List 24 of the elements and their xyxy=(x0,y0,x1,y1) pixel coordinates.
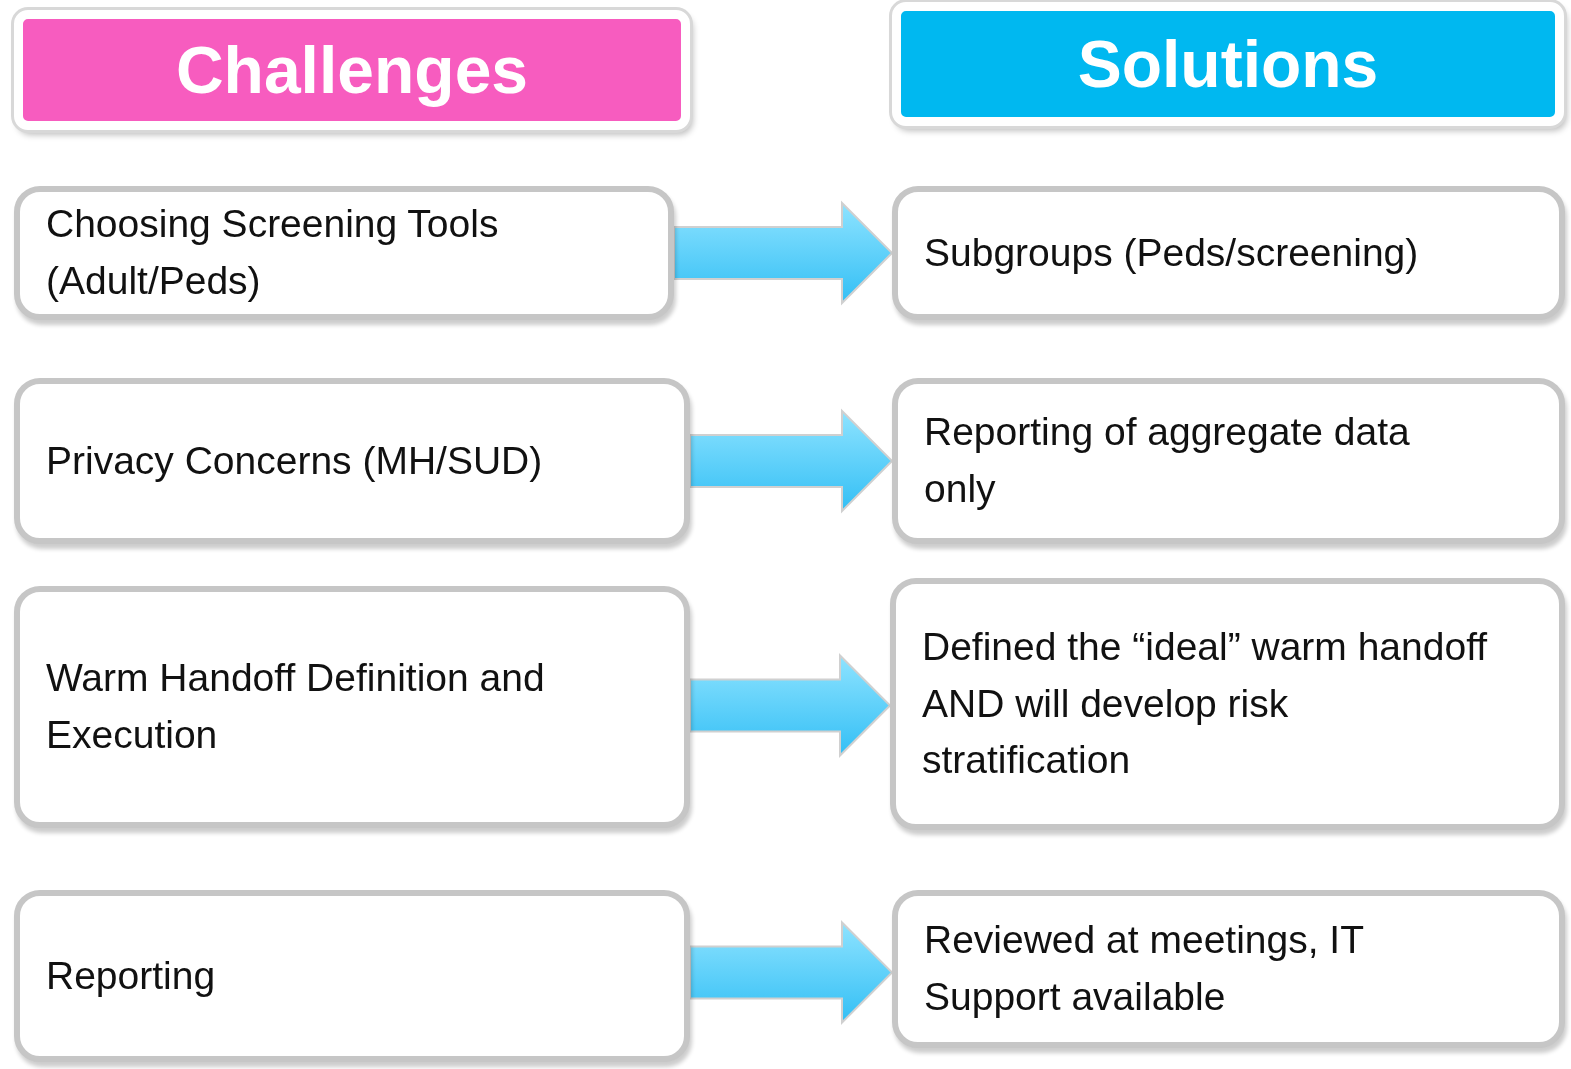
rounded-box xyxy=(14,378,690,544)
box-text: Subgroups (Peds/screening) xyxy=(924,229,1419,276)
heading-banner xyxy=(14,10,690,130)
box-text: Reporting xyxy=(46,952,216,999)
box-text: Reviewed at meetings, IT Support available xyxy=(924,917,1365,1020)
box-text: Reporting of aggregate data only xyxy=(924,409,1411,512)
heading-banner xyxy=(892,2,1564,126)
rounded-box xyxy=(892,186,1565,320)
block-arrow xyxy=(689,653,892,758)
rounded-box xyxy=(14,890,690,1062)
block-arrow xyxy=(689,920,894,1025)
rounded-box xyxy=(892,890,1565,1048)
rounded-box xyxy=(890,578,1565,830)
rounded-box xyxy=(14,186,674,320)
box-text: Privacy Concerns (MH/SUD) xyxy=(46,437,543,484)
column-heading: Challenges xyxy=(175,32,529,108)
block-arrow xyxy=(689,408,894,514)
rounded-box xyxy=(892,378,1565,544)
rounded-box xyxy=(14,586,690,828)
block-arrow xyxy=(673,200,894,306)
box-text: Choosing Screening Tools (Adult/Peds) xyxy=(46,201,500,304)
box-text: Warm Handoff Definition and Execution xyxy=(46,655,546,758)
box-text: Defined the “ideal” warm handoff AND will develop risk stratification xyxy=(922,624,1489,784)
column-heading: Solutions xyxy=(1077,26,1379,102)
